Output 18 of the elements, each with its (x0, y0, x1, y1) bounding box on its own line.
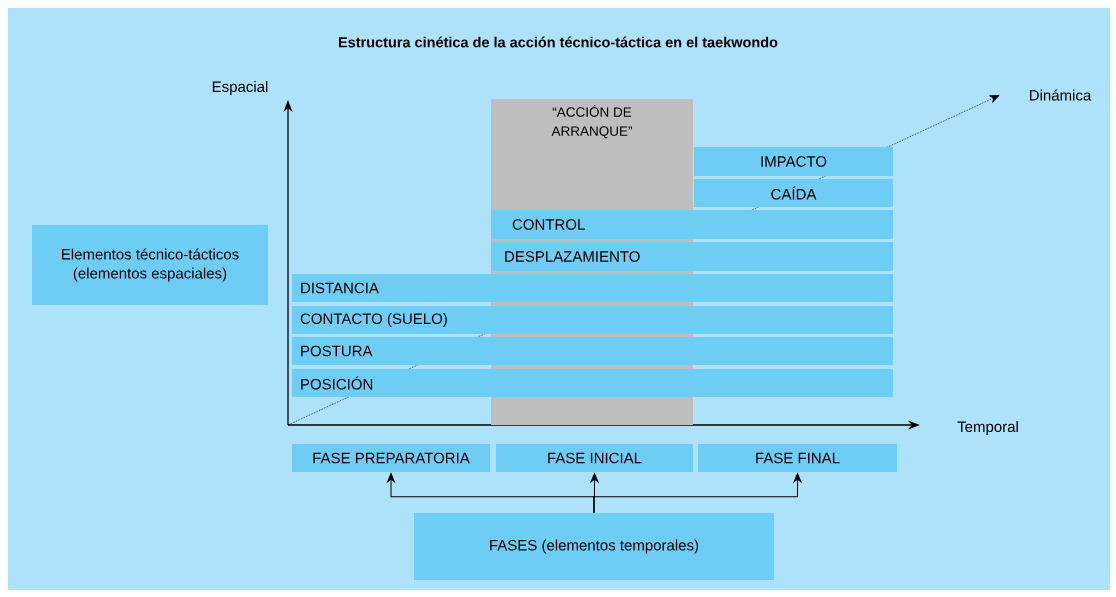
bar-box: DISTANCIA (292, 274, 893, 302)
bar-box: CONTACTO (SUELO) (292, 306, 893, 334)
phase-box: FASE FINAL (698, 444, 897, 472)
axis-label: Dinámica (1030, 89, 1092, 101)
label-box: Elementos técnico-tácticos (elementos espaciales) (32, 225, 268, 305)
bar-box: DESPLAZAMIENTO (491, 242, 893, 271)
bar-box: POSTURA (292, 337, 893, 365)
bar-box: IMPACTO (694, 147, 893, 176)
arrow (593, 473, 802, 514)
title: Estructura cinética de la acción técnico-táctica en el taekwondo (339, 36, 778, 48)
axis-label: Espacial (212, 81, 268, 95)
bar-box: CAÍDA (694, 179, 893, 207)
axis-label: Temporal (957, 421, 1018, 435)
phase-box: FASE PREPARATORIA (292, 444, 490, 472)
bar-box: CONTROL (491, 210, 893, 239)
phase-box: FASE INICIAL (496, 444, 693, 472)
phases-box: FASES (elementos temporales) (414, 513, 774, 580)
bar-box: POSICIÓN (292, 369, 893, 397)
